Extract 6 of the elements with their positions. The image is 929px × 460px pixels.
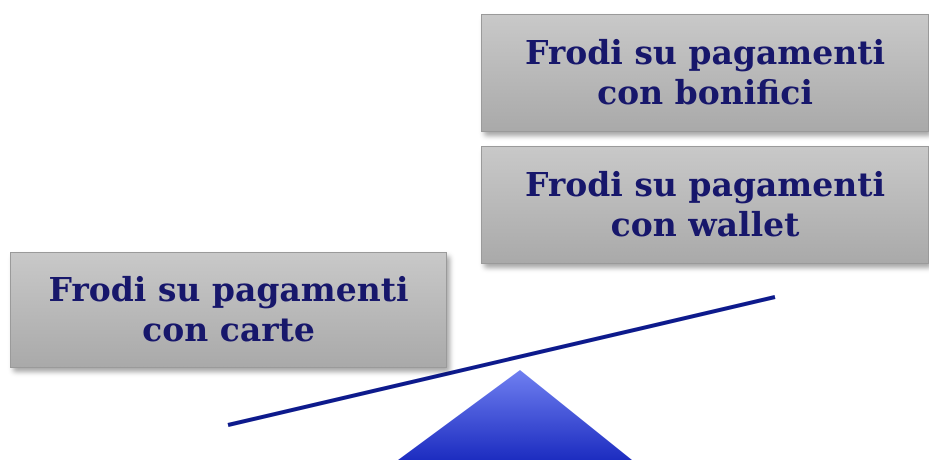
category-box xyxy=(481,14,929,132)
box-label: Frodi su pagamenti con wallet xyxy=(524,165,886,245)
box-label: Frodi su pagamenti con carte xyxy=(47,270,410,350)
category-box xyxy=(10,252,447,368)
box-label: Frodi su pagamenti con bonifici xyxy=(524,33,886,113)
category-box xyxy=(481,146,929,264)
